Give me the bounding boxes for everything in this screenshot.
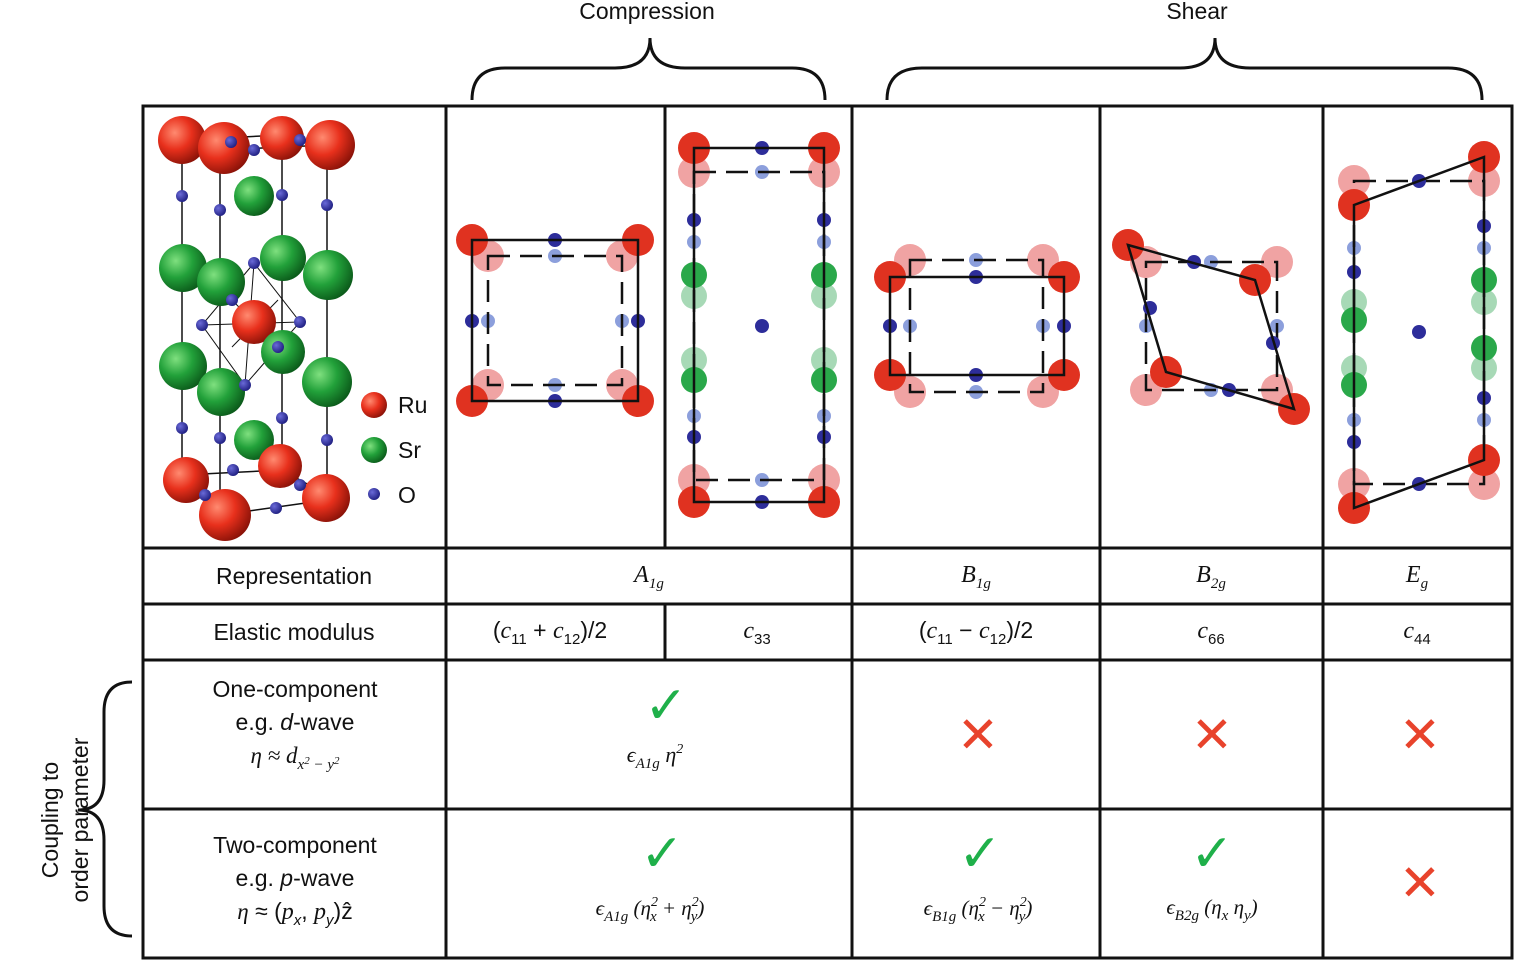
modulus-c66: c66 [1197, 618, 1225, 648]
modulus-c11-minus-c12: (c11 − c12)/2 [918, 617, 1034, 648]
rep-b2g: B2g [1196, 562, 1226, 592]
two-eg-cross-icon: ✕ [1399, 854, 1441, 912]
coupling-vertical-label: Coupling to order parameter [37, 737, 93, 903]
elastic-modulus-label: Elastic modulus [213, 619, 375, 645]
compression-header: Compression [579, 0, 715, 24]
rep-eg: Eg [1405, 562, 1429, 592]
two-b2g-check-icon: ✓ [1190, 824, 1234, 884]
table-grid [141, 104, 1514, 960]
two-a1g-check-icon: ✓ [640, 824, 684, 884]
eg-shear-cell [1338, 141, 1500, 524]
modulus-c11-plus-c12: (c11 + c12)/2 [492, 617, 608, 648]
legend-sr-label: Sr [398, 437, 421, 463]
one-b2g-cross-icon: ✕ [1191, 706, 1233, 764]
rep-a1g: A1g [634, 562, 664, 592]
one-a1g-check-icon: ✓ [644, 676, 688, 736]
shear-header: Shear [1166, 0, 1228, 24]
c33-outofplane-cell [678, 132, 840, 518]
modulus-c44: c44 [1403, 618, 1431, 648]
one-b1g-cross-icon: ✕ [957, 706, 999, 764]
legend-ru-label: Ru [398, 392, 428, 418]
one-eg-cross-icon: ✕ [1399, 706, 1441, 764]
two-a1g-coupling: ϵA1g (η2x + η2y) [595, 895, 705, 925]
two-component-label: Two-component e.g. p-wave η ≈ (px, py)ẑ [213, 832, 377, 929]
b1g-shear-cell [874, 244, 1080, 408]
a1g-inplane-cell [456, 224, 654, 417]
legend-o-marker [368, 488, 380, 500]
coupling-brace [77, 680, 133, 938]
two-b1g-check-icon: ✓ [958, 824, 1002, 884]
representation-label: Representation [216, 563, 372, 589]
modulus-c33: c33 [743, 618, 771, 648]
two-b2g-coupling: ϵB2g (ηx ηy) [1166, 895, 1258, 924]
one-a1g-coupling: ϵA1g η2 [626, 742, 684, 772]
shear-brace [885, 37, 1484, 101]
compression-brace [470, 37, 827, 101]
b2g-shear-cell [1112, 229, 1310, 425]
legend-sr-marker [361, 437, 387, 463]
crystal-structure [158, 116, 387, 541]
two-b1g-coupling: ϵB1g (η2x − η2y) [923, 895, 1033, 925]
one-component-label: One-component e.g. d-wave η ≈ dx2 − y2 [212, 676, 378, 773]
rep-b1g: B1g [961, 562, 991, 592]
legend-ru-marker [361, 392, 387, 418]
legend-o-label: O [398, 482, 416, 508]
